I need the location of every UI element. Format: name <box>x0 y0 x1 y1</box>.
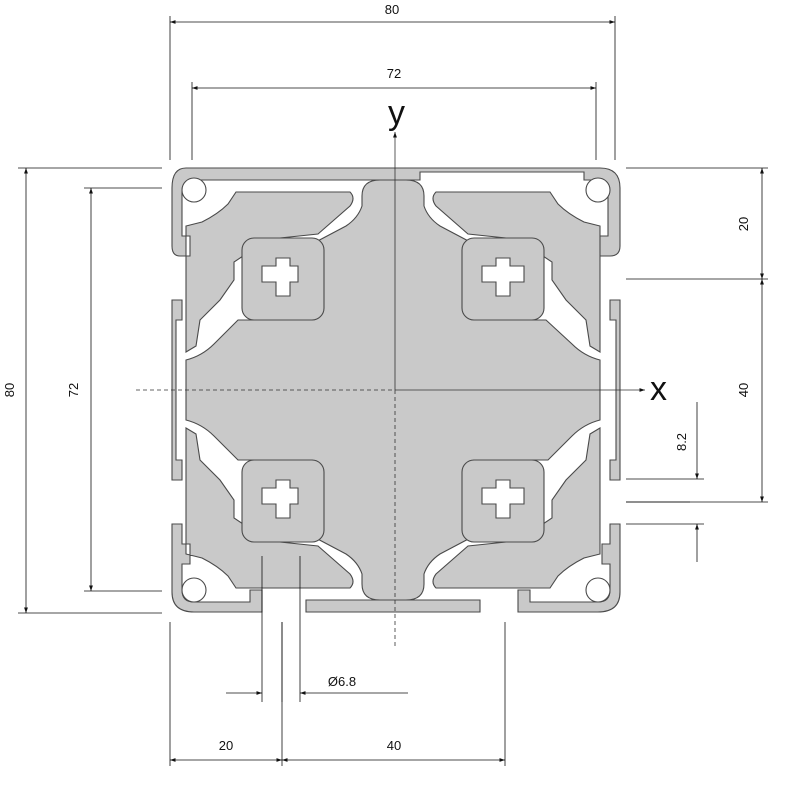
core-hole-bottom-right <box>481 479 525 519</box>
corner-hole-bottom-left <box>181 577 207 603</box>
corner-hole-bottom-right <box>585 577 611 603</box>
corner-hole-top-right <box>585 177 611 203</box>
dim-bottom-right-label: 40 <box>387 738 401 753</box>
dim-left-inner-label: 72 <box>66 383 81 397</box>
dim-top-inner-label: 72 <box>387 66 401 81</box>
dim-top-outer-label: 80 <box>385 2 399 17</box>
core-hole-top-left <box>261 257 299 297</box>
dim-bottom-left-label: 20 <box>219 738 233 753</box>
core-hole-bottom-left <box>261 479 299 519</box>
core-hole-top-right <box>481 257 525 297</box>
corner-hole-top-left <box>181 177 207 203</box>
dim-right-middle-label: 40 <box>736 383 751 397</box>
dim-slot-label: 8.2 <box>674 433 689 451</box>
x-axis-label: x <box>650 370 667 408</box>
dim-right-top-label: 20 <box>736 217 751 231</box>
dim-hole-label: Ø6.8 <box>328 674 356 689</box>
dim-left-outer-label: 80 <box>2 383 17 397</box>
y-axis-label: y <box>388 94 405 132</box>
